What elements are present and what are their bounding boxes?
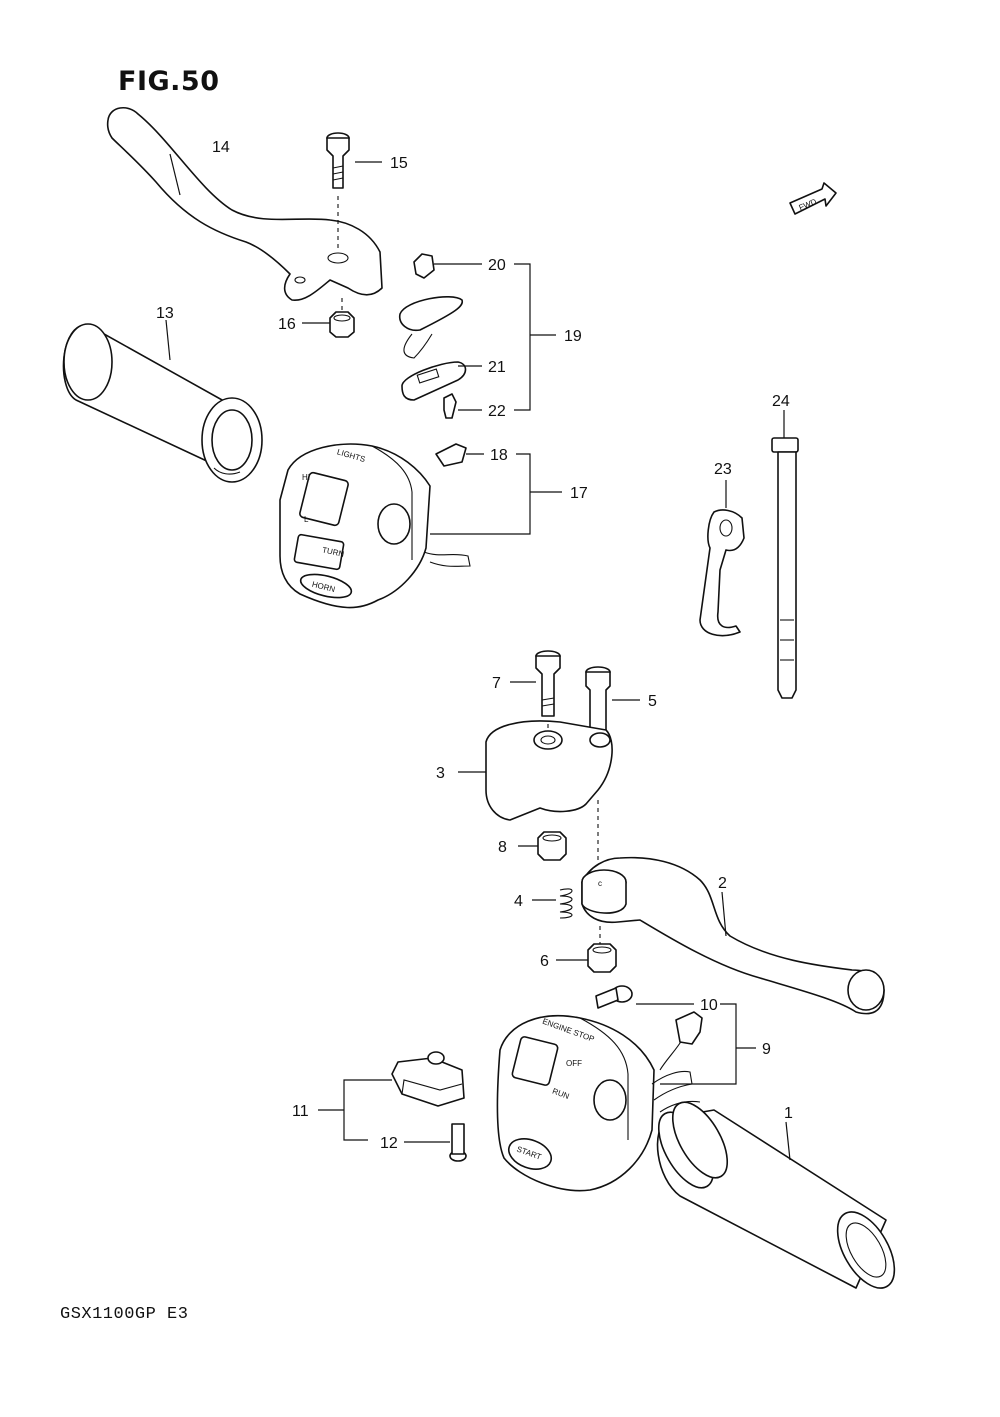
bolt-5 [585,666,611,731]
throttle-grip [656,1100,896,1289]
adjuster-mark: c [598,879,602,888]
callout-24: 24 [772,393,790,410]
screw-10 [595,985,633,1009]
callout-4: 4 [514,893,523,910]
callout-7: 7 [492,675,501,692]
pivot-bolt-15 [326,132,350,248]
nut-6 [587,926,617,973]
callout-10: 10 [700,997,718,1014]
left-grip [62,323,263,483]
lever-holder [485,720,613,860]
callout-3: 3 [436,765,445,782]
hi-label: HI [302,473,310,482]
callout-19: 19 [564,328,582,345]
screw-12 [449,1123,467,1162]
callout-1: 1 [784,1105,793,1122]
callout-13: 13 [156,305,174,322]
callout-12: 12 [380,1135,398,1152]
bolt-7 [535,650,561,717]
clutch-lever [106,107,383,301]
spring-4 [559,888,573,919]
callout-9: 9 [762,1041,771,1058]
lo-label: L [304,515,309,524]
callout-22: 22 [488,403,506,420]
callout-14: 14 [212,139,230,156]
callout-21: 21 [488,359,506,376]
clutch-switch-assembly [398,253,467,419]
off-label: OFF [566,1059,582,1068]
callout-15: 15 [390,155,408,172]
cable-tie-24 [771,437,799,699]
brake-lever: c [581,856,885,1015]
callout-8: 8 [498,839,507,856]
left-handlebar-switch: HORN LIGHTS HI L TURN [279,443,471,609]
callout-20: 20 [488,257,506,274]
nut-8 [537,831,567,861]
fwd-arrow-icon: FWD [789,182,837,215]
callout-11: 11 [292,1103,309,1120]
leader-lines [165,153,791,1161]
callout-17: 17 [570,485,588,502]
callout-labels: 1 2 3 4 5 6 7 8 9 10 11 12 13 14 15 16 1… [156,139,793,1152]
model-label: GSX1100GP E3 [60,1305,189,1324]
nut-16 [329,298,355,338]
callout-5: 5 [648,693,657,710]
callout-18: 18 [490,447,508,464]
callout-6: 6 [540,953,549,970]
bracket-23 [699,509,745,637]
stop-switch-11 [391,1051,465,1107]
right-handlebar-switch: START ENGINE STOP OFF RUN [496,1011,703,1192]
callout-16: 16 [278,316,296,333]
callout-23: 23 [714,461,732,478]
figure-title: FIG.50 [118,66,220,97]
callout-2: 2 [718,875,727,892]
